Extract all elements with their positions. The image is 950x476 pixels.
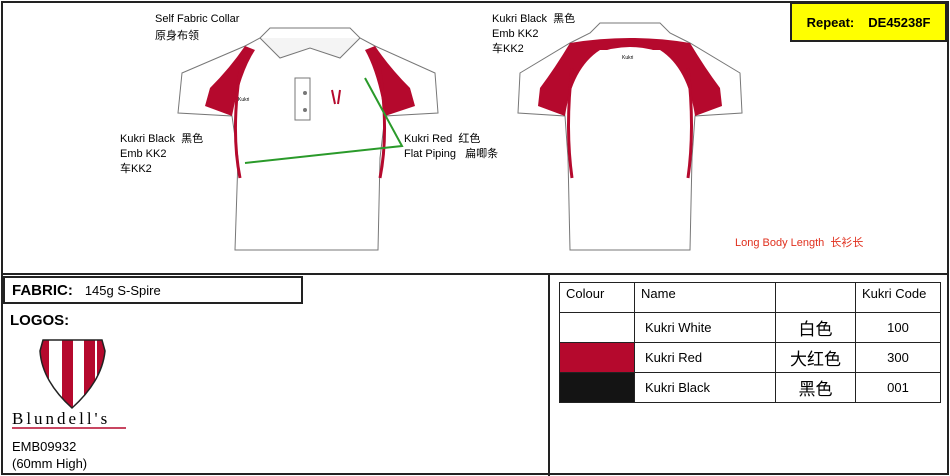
label-line: 车KK2 bbox=[492, 43, 524, 55]
collar-label: Self Fabric Collar bbox=[155, 13, 240, 25]
colour-name-cn: 黑色 bbox=[775, 372, 856, 403]
colour-code: 100 bbox=[855, 312, 941, 343]
table-header: Colour Name Kukri Code bbox=[559, 282, 941, 313]
logo-size: (60mm High) bbox=[12, 456, 88, 471]
label-line: Kukri Black 黑色 bbox=[120, 133, 204, 145]
label-line: Flat Piping 扁唧条 bbox=[404, 148, 499, 160]
logo-details: EMB09932 (60mm High) bbox=[12, 438, 87, 472]
label-line: Kukri Black 黑色 bbox=[492, 13, 576, 25]
colour-code: 001 bbox=[855, 372, 941, 403]
header-name: Name bbox=[634, 282, 776, 313]
logo-wordmark: Blundell's bbox=[12, 409, 110, 428]
label-line: Kukri Red 红色 bbox=[404, 133, 481, 145]
svg-text:Kukri: Kukri bbox=[622, 55, 633, 61]
collar-label-cn: 原身布领 bbox=[155, 30, 199, 42]
logo-code: EMB09932 bbox=[12, 439, 77, 454]
repeat-label: Repeat: bbox=[806, 14, 855, 30]
colour-swatch bbox=[559, 312, 635, 343]
label-line: Emb KK2 bbox=[492, 28, 539, 40]
fabric-label: FABRIC: bbox=[12, 281, 73, 299]
colour-swatch bbox=[559, 372, 635, 403]
body-length-label: Long Body Length 长衫长 bbox=[735, 237, 864, 249]
blundells-logo: Blundell's bbox=[12, 339, 126, 429]
svg-text:Kukri: Kukri bbox=[238, 97, 249, 103]
repeat-box: Repeat: DE45238F bbox=[790, 2, 947, 42]
back-shirt-drawing: Kukri bbox=[517, 22, 743, 251]
fabric-box: FABRIC: 145g S-Spire bbox=[3, 276, 303, 304]
colour-name: Kukri Red bbox=[634, 342, 776, 373]
header-colour: Colour bbox=[559, 282, 635, 313]
colour-name-cn: 大红色 bbox=[775, 342, 856, 373]
header-code: Kukri Code bbox=[855, 282, 941, 313]
piping-label: Kukri Red 红色 Flat Piping 扁唧条 bbox=[404, 132, 498, 162]
front-shirt-drawing: Kukri bbox=[177, 27, 439, 251]
colour-name-cn: 白色 bbox=[775, 312, 856, 343]
front-black-label: Kukri Black 黑色 Emb KK2 车KK2 bbox=[120, 132, 203, 177]
fabric-value: 145g S-Spire bbox=[84, 282, 161, 298]
logos-label: LOGOS: bbox=[10, 312, 70, 329]
colour-name: Kukri White bbox=[634, 312, 776, 343]
label-line: Emb KK2 bbox=[120, 148, 167, 160]
colour-code: 300 bbox=[855, 342, 941, 373]
label-line: 车KK2 bbox=[120, 163, 152, 175]
repeat-code: DE45238F bbox=[868, 14, 931, 30]
colour-swatch bbox=[559, 342, 635, 373]
divider bbox=[1, 273, 949, 275]
colour-name: Kukri Black bbox=[634, 372, 776, 403]
header-cn bbox=[775, 282, 856, 313]
back-black-label: Kukri Black 黑色 Emb KK2 车KK2 bbox=[492, 12, 575, 57]
divider bbox=[548, 273, 550, 476]
